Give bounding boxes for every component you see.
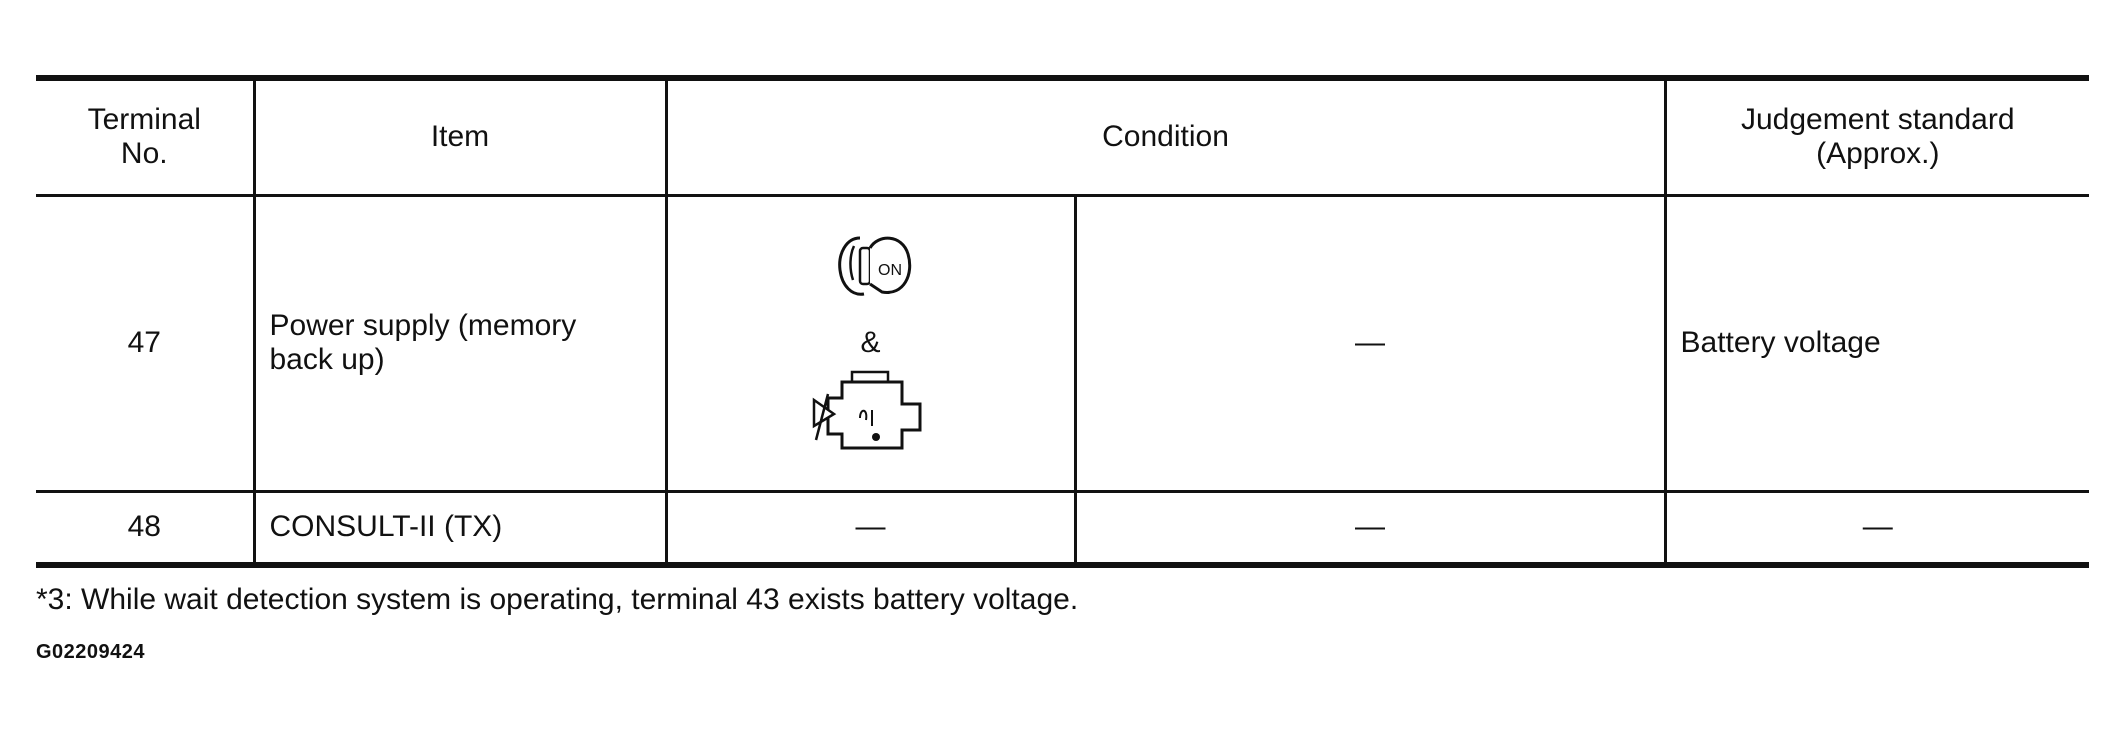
header-terminal-no: Terminal No. [36, 75, 256, 197]
item-cell: Power supply (memory back up) [252, 193, 668, 493]
terminal-cell: 47 [36, 193, 256, 493]
item-text: Power supply (memory back up) [269, 308, 577, 377]
ignition-on-label: ON [878, 262, 902, 279]
judgement-cell: — [1663, 489, 2090, 568]
condition-joiner: & [860, 326, 881, 359]
header-terminal-no-label: Terminal No. [87, 102, 201, 171]
terminal-cell: 48 [36, 489, 256, 568]
header-condition: Condition [664, 75, 1667, 197]
table-row: 48 CONSULT-II (TX) — — — [36, 489, 2090, 568]
header-judgement-label: Judgement standard (Approx.) [1741, 102, 2015, 171]
condition-icons-cell: ON & [664, 193, 1077, 493]
item-cell: CONSULT-II (TX) [252, 489, 668, 568]
table-row: 47 Power supply (memory back up) ON [36, 193, 2090, 493]
condition-detail-cell: — [1073, 193, 1667, 493]
header-item: Item [252, 75, 668, 197]
engine-icon [806, 364, 936, 463]
judgement-cell: Battery voltage [1663, 193, 2090, 493]
condition-detail-cell: — [1073, 489, 1667, 568]
table-header-row: Terminal No. Item Condition Judgement st… [36, 75, 2090, 197]
header-judgement: Judgement standard (Approx.) [1663, 75, 2090, 197]
terminal-spec-table: Terminal No. Item Condition Judgement st… [36, 75, 2090, 568]
ignition-key-on-icon: ON [826, 224, 916, 323]
condition-main-cell: — [664, 489, 1077, 568]
footnote: *3: While wait detection system is opera… [36, 583, 1079, 616]
figure-code: G02209424 [36, 641, 146, 663]
